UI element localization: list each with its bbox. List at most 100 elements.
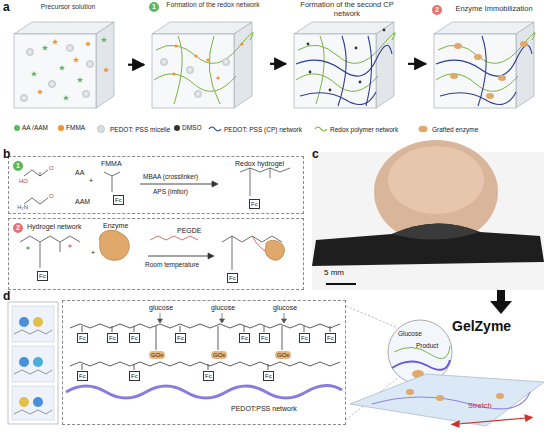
ferrocene-box: Fc [239,333,250,343]
precursor-contents [20,37,109,102]
polymer-backbone [82,326,83,332]
process-arrow [128,64,144,66]
enzyme-contents [436,74,518,91]
stretch-arrow [458,418,526,424]
ferrocene-box: Fc [129,371,140,381]
ferrocene-box: Fc [77,333,88,343]
glucose-arrows [282,319,287,323]
ferrocene-box: Fc [249,199,260,209]
cube-shapes [14,22,114,108]
polymer-backbone [70,324,340,328]
legend-symbol-shape [419,126,428,132]
node-text: glucose [211,304,235,312]
polymer-backbone [268,364,269,370]
hydrogel-photo [312,140,544,290]
precursor-contents [37,89,43,95]
polymer-backbone [264,326,265,332]
enzyme-contents [436,33,535,106]
node-text: MBAA (crosslinker) [143,173,198,180]
gelzyme-sheet [350,374,544,426]
reaction-1-sketch [104,172,120,176]
mini-panels [14,410,52,414]
process-arrow [490,301,512,314]
redox-network-contents [222,58,229,65]
precursor-contents [73,57,79,63]
mini-panels [12,386,54,420]
reaction-1-sketch [24,170,48,176]
redox-network-contents [154,33,253,104]
ferrocene-box: Fc [107,333,118,343]
legend-symbol-shape [209,127,221,131]
legend-swatch [14,125,20,131]
hydrogel-photo [388,146,484,214]
legend-item: Grafted enzyme [416,124,478,134]
legend-symbol [94,124,108,134]
legend-item: FMMA [58,124,85,131]
reaction-2-sketch [68,244,71,247]
gelzyme-sheet [436,395,444,401]
reaction-2-sketch [20,230,284,270]
reaction-1-sketch [40,172,41,176]
reaction-2-sketch [20,236,80,242]
hydrogel-photo [392,223,480,239]
enzyme-contents [486,93,494,99]
ferrocene-box: Fc [129,333,140,343]
legend-item: Redox polymer network [314,124,398,134]
ferrocene-box: Fc [325,333,336,343]
legend-text: DMSO [182,124,202,131]
figure-label: 5 mm [324,268,344,277]
mini-panels [12,346,54,382]
redox-network-contents [156,33,253,64]
diagram-node: Formation of the redox network [146,0,268,114]
reaction-1-sketch [250,168,251,196]
legend-text: Redox polymer network [330,126,398,133]
mini-panels [12,306,54,342]
stretch-arrow [452,415,532,427]
reaction-2-sketch [265,240,284,260]
node-text: glucose [149,304,173,312]
ferrocene-box: Fc [259,333,270,343]
diagram-node: glucoseglucoseglucoseGOxGOxGOxFcFcFcFcFc… [62,300,346,425]
precursor-contents [63,95,69,101]
cp-network-contents [338,36,346,106]
cp-network-contents [307,43,310,46]
polymer-backbone [134,364,135,370]
panel-letter: a [3,1,10,15]
node-text: GOx [149,351,165,359]
redox-network-contents [186,66,193,73]
stage-title: Formation of the redox network [160,1,266,9]
mini-panels [14,330,52,334]
zoom-bubble [388,320,452,384]
precursor-contents [52,39,58,45]
polymer-backbone [112,326,113,332]
process-arrow [490,290,512,314]
panel-letter: b [3,148,10,162]
diagram-node: 2Hydrogel networkFc+EnzymePEGDERoom temp… [8,218,304,290]
gelzyme-sheet [350,374,544,426]
legend-text: FMMA [66,124,85,131]
node-text: 1 [13,161,23,171]
cp-network-contents [355,47,358,50]
process-arrow [408,63,426,65]
reaction-2-sketch [208,253,214,259]
legend-text: AA /AAM [22,124,48,131]
polymer-backbone [218,326,219,350]
legend-symbol [314,124,328,134]
node-text: Redox hydrogel [235,160,284,168]
stretch-arrow [452,421,459,427]
mini-panels [19,397,29,407]
polymer-backbone [180,326,181,332]
ferrocene-box: Fc [77,371,88,381]
node-text: PEGDE [177,227,202,235]
ferrocene-box: Fc [203,371,214,381]
cp-network-contents [329,89,332,92]
legend-swatch [174,125,180,131]
legend-item: PEDOT: PSS micelle [94,124,170,134]
node-text: HO [19,178,28,185]
diagram-node: Formation of the second CP network [288,0,406,114]
enzyme-contents [440,92,516,105]
polymer-backbone [282,326,283,350]
pedot-pss-strand [66,385,342,398]
